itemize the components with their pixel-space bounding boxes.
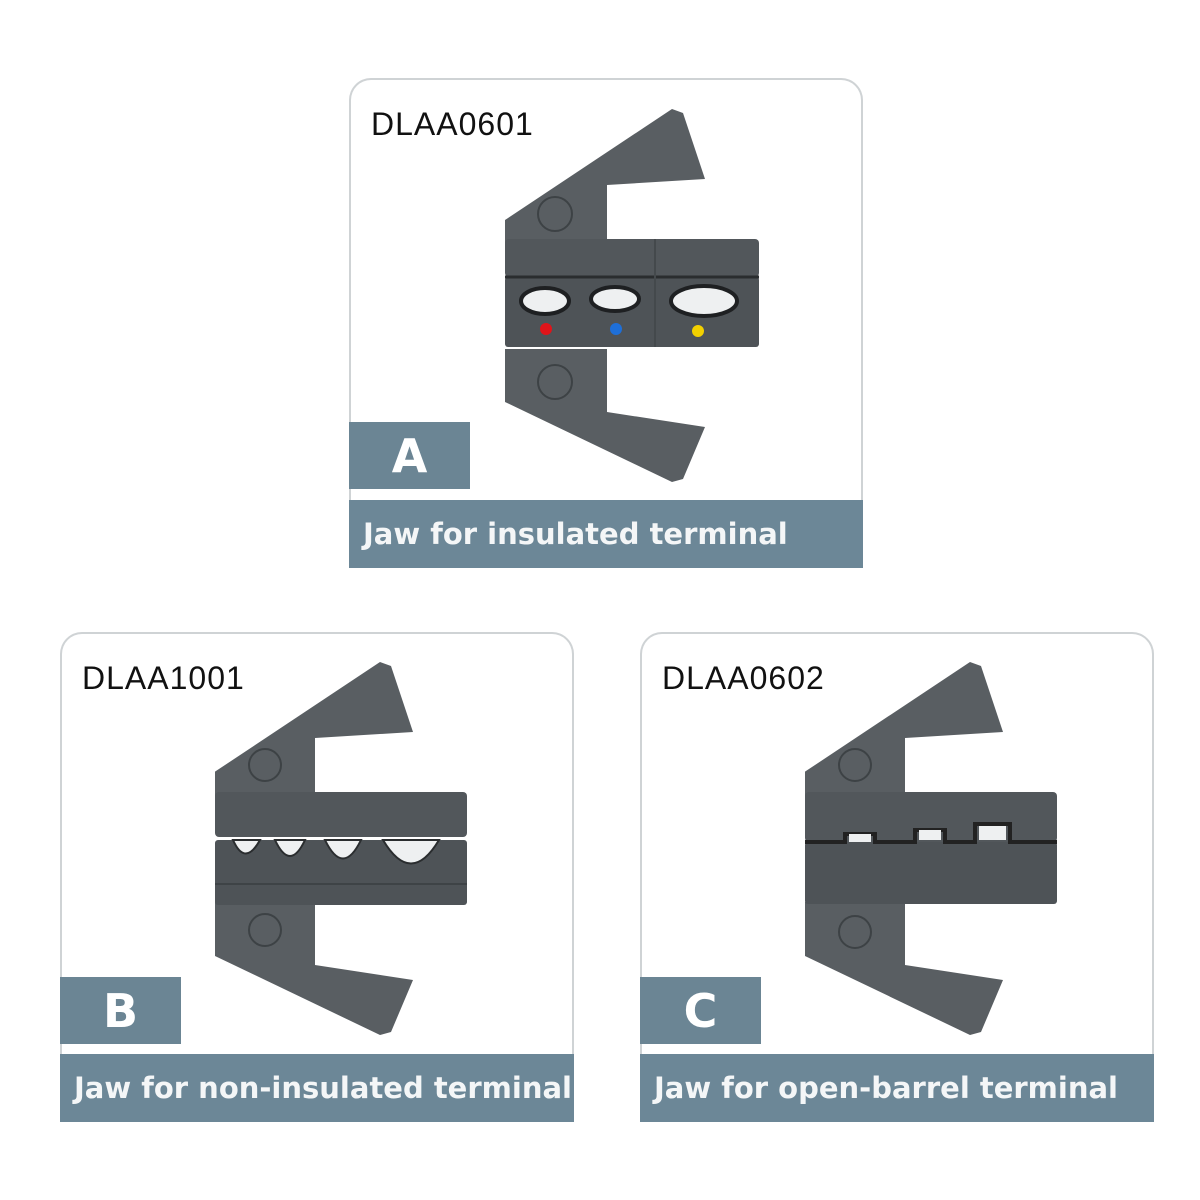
- crimp-jaw-image: [215, 662, 467, 1035]
- jaw-card-c: DLAA0602 C Jaw for open-barrel terminal: [640, 632, 1154, 1122]
- product-code: DLAA0602: [662, 660, 825, 696]
- red-dot: [540, 323, 552, 335]
- caption-band: Jaw for insulated terminal: [349, 500, 863, 568]
- crimp-jaw-image: [805, 662, 1057, 1035]
- blue-dot: [610, 323, 622, 335]
- caption-band: Jaw for open-barrel terminal: [640, 1054, 1154, 1122]
- crimp-jaw-image: [505, 109, 759, 482]
- yellow-dot: [692, 325, 704, 337]
- type-letter: A: [349, 422, 470, 489]
- type-letter: B: [60, 977, 181, 1044]
- jaw-card-a: DLAA0601 A Jaw for insulated terminal: [349, 78, 863, 568]
- product-code: DLAA1001: [82, 660, 245, 696]
- product-code: DLAA0601: [371, 106, 534, 142]
- jaw-card-b: DLAA1001 B Jaw for non-insulated termina…: [60, 632, 574, 1122]
- type-letter: C: [640, 977, 761, 1044]
- caption-band: Jaw for non-insulated terminal: [60, 1054, 574, 1122]
